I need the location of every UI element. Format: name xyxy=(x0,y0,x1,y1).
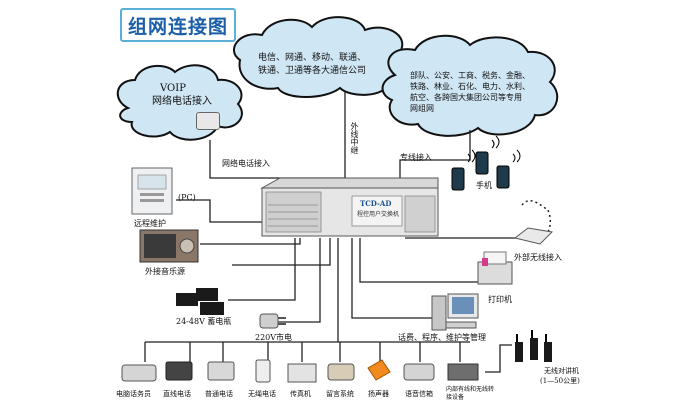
dedicated-line xyxy=(399,130,471,185)
telecom-line-1: 电信、网通、移动、联通、 xyxy=(258,53,367,63)
dedicated-link-label: 专线接入 xyxy=(400,153,432,162)
terminal-label-0: 电脑话务员 xyxy=(116,390,151,398)
terminal-label-3: 无绳电话 xyxy=(248,390,276,398)
terminal-drops xyxy=(144,342,461,362)
private-line-4: 网组网 xyxy=(410,104,434,113)
wireless-ap-icon xyxy=(513,227,554,245)
private-line-2: 铁路、林业、石化、电力、水利、 xyxy=(410,82,530,91)
power-line xyxy=(272,238,321,323)
pbx-subtitle: 程控用户交换机 xyxy=(357,211,400,218)
terminal-label-2: 普通电话 xyxy=(205,390,233,398)
private-line-1: 部队、公安、工商、税务、金融、 xyxy=(410,71,530,80)
walkie-range-label: (1—50公里) xyxy=(540,377,580,385)
voip-phone-icon xyxy=(196,112,220,130)
radio-icon xyxy=(139,229,199,263)
walkie-line xyxy=(485,344,512,373)
net-phone-link-label: 网络电话接入 xyxy=(222,159,270,168)
remote-pc-icon xyxy=(131,167,173,215)
battery-label: 24-48V 蓄电瓶 xyxy=(176,317,232,326)
power-label: 220V市电 xyxy=(255,333,293,342)
music-line-2 xyxy=(232,238,331,266)
management-pc-icon xyxy=(431,293,479,331)
mobile-label: 手机 xyxy=(476,181,492,190)
voip-label: VOIP xyxy=(160,83,186,94)
printer-line xyxy=(359,238,485,283)
diagram-title: 组网连接图 xyxy=(127,16,228,38)
wireless-dotted-link xyxy=(521,200,552,233)
pbx-model: TCD-AD xyxy=(360,199,392,208)
connection-lines xyxy=(144,92,525,373)
mgmt-line xyxy=(351,238,440,319)
diagram-title-box: 组网连接图 xyxy=(120,8,236,42)
power-plug-icon xyxy=(259,313,286,329)
remote-maintenance-label: 远程维护 xyxy=(134,219,166,228)
terminal-label-1: 直线电话 xyxy=(163,390,191,398)
terminal-label-6: 扬声器 xyxy=(368,390,389,398)
walkie-talkie-icons xyxy=(515,330,552,362)
private-line-3: 航空、各跨国大集团公司等专用 xyxy=(410,93,522,102)
remote-line xyxy=(176,199,262,223)
terminal-icons xyxy=(121,359,479,383)
voip-sublabel: 网络电话接入 xyxy=(152,96,212,107)
mobile-phone-icons xyxy=(451,135,521,191)
private-network-cloud xyxy=(381,34,559,137)
walkie-label: 无线对讲机 xyxy=(544,367,579,375)
printer-icon xyxy=(477,251,513,285)
wireless-access-label: 外部无线接入 xyxy=(514,253,562,262)
pc-label: (PC) xyxy=(178,193,196,202)
battery-line xyxy=(228,238,296,301)
music-source-label: 外接音乐源 xyxy=(145,267,185,276)
battery-icon xyxy=(176,288,224,315)
terminal-label-4: 传真机 xyxy=(290,390,311,398)
printer-label: 打印机 xyxy=(488,295,512,304)
telecom-line-2: 铁通、卫通等各大通信公司 xyxy=(258,66,367,76)
terminal-label-8: 内部有线和无线转接设备 xyxy=(446,386,495,401)
trunk-link-label: 外线中继 xyxy=(350,122,359,154)
management-label: 话费、程序、维护等管理 xyxy=(398,333,486,342)
terminal-label-5: 留言系统 xyxy=(326,390,354,398)
pbx-unit xyxy=(260,177,439,237)
music-line xyxy=(200,238,301,245)
terminal-label-7: 语音信箱 xyxy=(405,390,433,398)
